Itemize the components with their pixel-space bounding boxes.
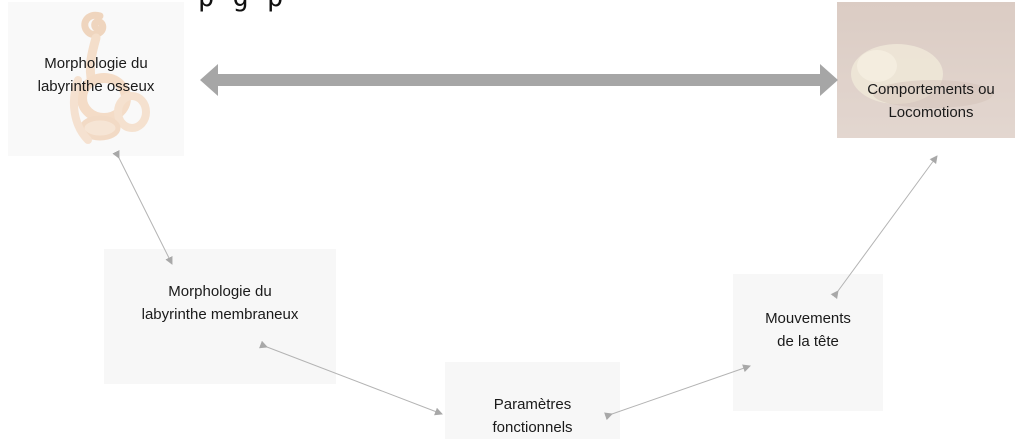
node-membranous-labyrinth-line2: labyrinthe membraneux: [141, 306, 299, 323]
node-head-movements: Mouvements de la tête: [733, 274, 883, 411]
node-bony-labyrinth: Morphologie du labyrinthe osseux: [8, 2, 184, 156]
node-behaviour: [837, 2, 1015, 138]
node-behaviour-line1: Comportements ou: [867, 81, 995, 98]
node-membranous-labyrinth-label: Morphologie du labyrinthe membraneux: [104, 280, 336, 326]
animal-photo-image: [837, 2, 1015, 138]
arrow-head-to-behaviour: [830, 155, 938, 300]
header-text-partial: p g p: [198, 0, 284, 13]
bony-labyrinth-image: [69, 11, 150, 144]
arrow-membranous-to-functional: [259, 340, 443, 416]
arrow-bony-to-membranous: [112, 149, 173, 265]
node-functional-params-label: Paramètres fonctionnels: [445, 393, 620, 439]
node-bony-labyrinth-label: Morphologie du labyrinthe osseux: [16, 52, 176, 98]
arrow-functional-to-head: [604, 364, 751, 421]
node-bony-labyrinth-line1: Morphologie du: [44, 55, 148, 72]
node-behaviour-line2: Locomotions: [888, 104, 974, 121]
node-bony-labyrinth-line2: labyrinthe osseux: [37, 78, 155, 95]
node-behaviour-text: Comportements ou Locomotions: [836, 78, 1016, 124]
node-functional-params-line1: Paramètres: [493, 396, 572, 413]
main-double-arrow: [200, 64, 838, 96]
node-head-movements-label: Mouvements de la tête: [733, 307, 883, 353]
node-head-movements-line2: de la tête: [777, 333, 839, 350]
node-membranous-labyrinth-line1: Morphologie du: [168, 283, 272, 300]
node-functional-params: Paramètres fonctionnels: [445, 362, 620, 439]
node-head-movements-line1: Mouvements: [765, 310, 851, 327]
node-functional-params-line2: fonctionnels: [492, 419, 573, 436]
